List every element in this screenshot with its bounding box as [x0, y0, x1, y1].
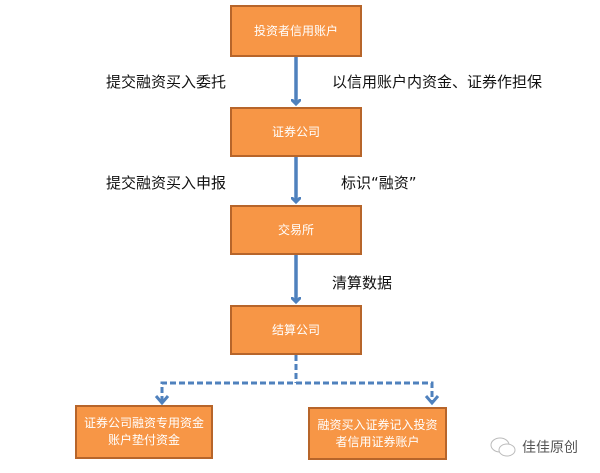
label-clearing-data: 清算数据 [332, 274, 393, 292]
arrowhead-left [154, 395, 170, 406]
box-investor-securities-account: 融资买入证券记入投资者信用证券账户 [308, 407, 447, 460]
box-broker: 证券公司 [230, 107, 362, 157]
box-broker-fund-account: 证券公司融资专用资金账户垫付资金 [75, 405, 213, 459]
label-collateral: 以信用账户内资金、证券作担保 [332, 73, 543, 91]
label-mark: 标识“融资” [341, 174, 417, 192]
box-exchange: 交易所 [230, 205, 362, 255]
watermark-text: 佳佳原创 [522, 440, 578, 456]
box-investor-account: 投资者信用账户 [230, 5, 362, 57]
dashed-split [160, 355, 434, 402]
label-submit-order: 提交融资买入委托 [106, 73, 227, 91]
box-clearing: 结算公司 [230, 305, 362, 355]
wechat-icon [490, 437, 516, 457]
arrowhead-right [424, 395, 440, 406]
label-submit-report: 提交融资买入申报 [106, 174, 227, 192]
watermark: 佳佳原创 [490, 436, 578, 458]
